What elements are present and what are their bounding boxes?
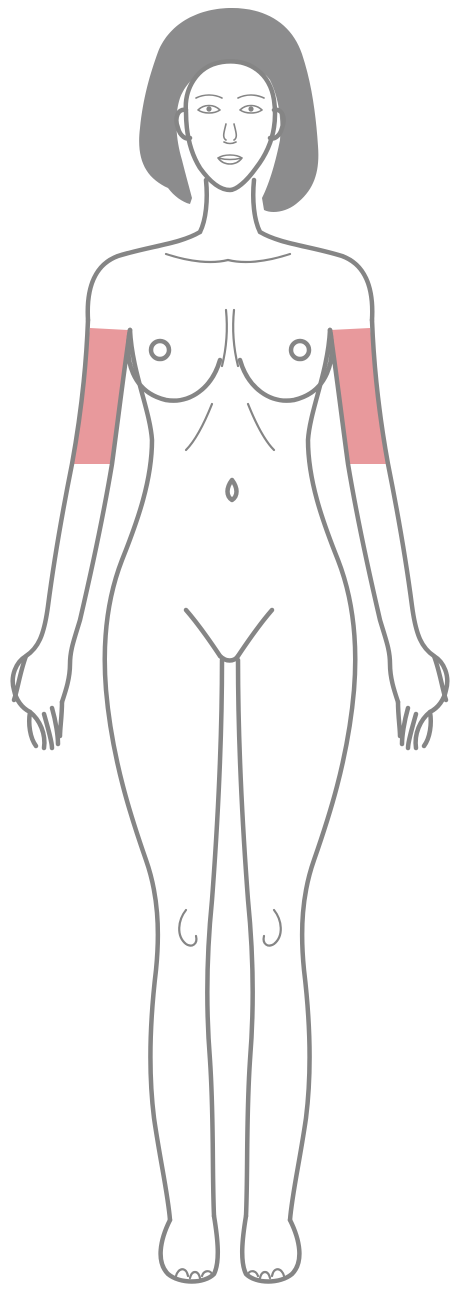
eyebrow-left	[238, 95, 264, 98]
rib-left	[248, 404, 274, 450]
pelvis-right	[186, 610, 220, 656]
hand-right	[29, 702, 62, 748]
body-side-left	[290, 330, 355, 1220]
pupil-right	[206, 106, 211, 111]
torso	[88, 232, 373, 320]
pupil-left	[248, 106, 253, 111]
knee-left	[264, 910, 281, 946]
leg-right-inner	[207, 660, 222, 1216]
leg-left-inner	[238, 660, 253, 1216]
collarbone	[166, 254, 290, 262]
nipple-left	[291, 341, 309, 359]
breast-right	[128, 330, 220, 401]
breast-left	[240, 330, 332, 401]
body-side-right	[105, 330, 170, 1220]
knee-right	[179, 910, 196, 946]
arm-right-outer	[13, 320, 88, 712]
face	[186, 61, 275, 190]
cleavage	[222, 310, 238, 366]
nipple-right	[151, 341, 169, 359]
hair	[139, 8, 318, 212]
navel	[228, 480, 237, 500]
eyebrow-right	[196, 95, 222, 98]
pelvis-left	[238, 610, 272, 656]
nose	[224, 124, 237, 144]
arm-left-outer	[372, 320, 447, 712]
rib-right	[186, 404, 212, 450]
mouth	[218, 155, 242, 164]
hand-left	[398, 702, 431, 748]
